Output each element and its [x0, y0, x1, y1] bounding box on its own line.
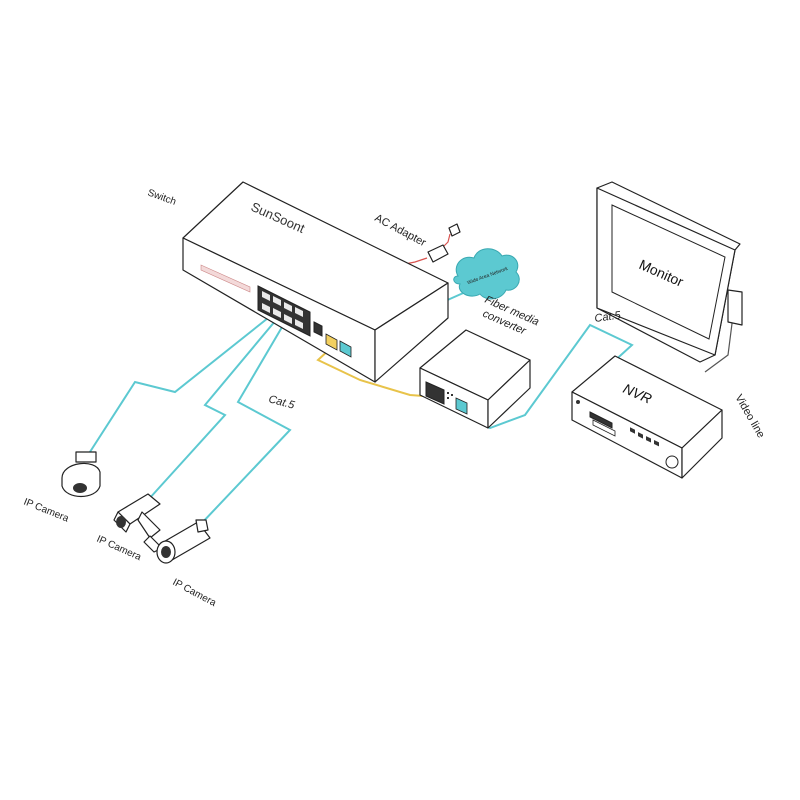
cat5-left-label: Cat.5: [267, 393, 296, 412]
ac-adapter-label: AC Adapter: [373, 212, 429, 249]
cloud-icon: Wide Area Network: [453, 248, 520, 300]
cable-fiber: [316, 347, 438, 398]
camera3-label: IP Camera: [171, 577, 219, 609]
switch-device: [182, 181, 449, 383]
camera2-label: IP Camera: [95, 534, 143, 564]
cable-cat5-bullet: [199, 321, 292, 526]
fiber-port-yellow: [325, 333, 338, 351]
cable-cat5-dome: [87, 317, 269, 456]
cable-cat5-box: [147, 319, 277, 501]
video-line-label: Video line: [732, 393, 766, 441]
switch-ports: [257, 285, 323, 337]
converter-port-blue: [455, 397, 468, 415]
dome-camera-icon: [61, 451, 101, 498]
uplink-port-blue: [339, 340, 352, 358]
front-label-strip: [200, 264, 251, 293]
cat5-right-label: Cat.5: [594, 309, 623, 325]
bullet-camera-icon: [156, 519, 211, 564]
monitor-device: [596, 181, 743, 363]
nvr-power-button: [665, 455, 679, 469]
camera1-label: IP Camera: [22, 497, 71, 525]
nvr-device: [571, 355, 723, 479]
switch-label: Switch: [146, 187, 177, 207]
nvr-front-panel: [576, 400, 679, 469]
monitor-screen: [611, 204, 726, 340]
media-converter: [419, 329, 531, 429]
ac-adapter-icon: [427, 223, 461, 263]
